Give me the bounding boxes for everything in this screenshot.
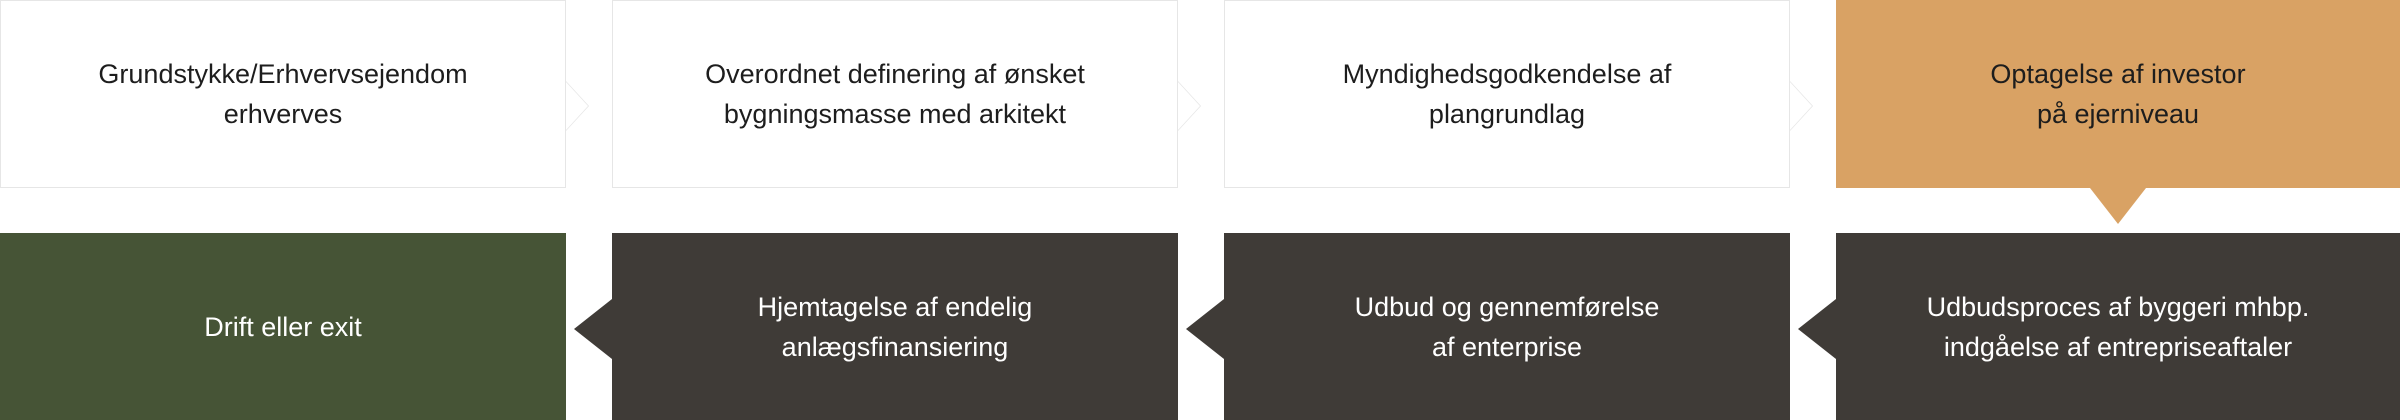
process-step-5: Udbudsproces af byggeri mhbp. indgåelse … [1836,233,2400,420]
arrow-right-icon [1790,82,1812,130]
process-step-label: Grundstykke/Erhvervsejendom erhverves [98,59,468,129]
arrow-left-icon [1798,299,1836,359]
process-step-3: Myndighedsgodkendelse af plangrundlag [1224,0,1790,188]
process-step-label: Optagelse af investor på ejerniveau [1990,59,2246,129]
process-step-4: Optagelse af investor på ejerniveau [1836,0,2400,188]
arrow-down-icon [2090,188,2146,224]
arrow-right-icon [1178,82,1200,130]
process-step-label: Myndighedsgodkendelse af plangrundlag [1342,59,1672,129]
process-step-label: Hjemtagelse af endelig anlægsfinansierin… [757,292,1033,362]
process-step-7: Hjemtagelse af endelig anlægsfinansierin… [612,233,1178,420]
process-step-label: Udbud og gennemførelse af enterprise [1354,292,1660,362]
process-step-6: Udbud og gennemførelse af enterprise [1224,233,1790,420]
process-step-label: Overordnet definering af ønsket bygnings… [705,59,1085,129]
process-step-label: Drift eller exit [204,312,362,342]
arrow-right-icon [566,82,588,130]
process-step-label: Udbudsproces af byggeri mhbp. indgåelse … [1926,292,2310,362]
process-step-1: Grundstykke/Erhvervsejendom erhverves [0,0,566,188]
process-step-2: Overordnet definering af ønsket bygnings… [612,0,1178,188]
process-step-8: Drift eller exit [0,233,566,420]
arrow-left-icon [1186,299,1224,359]
arrow-left-icon [574,299,612,359]
